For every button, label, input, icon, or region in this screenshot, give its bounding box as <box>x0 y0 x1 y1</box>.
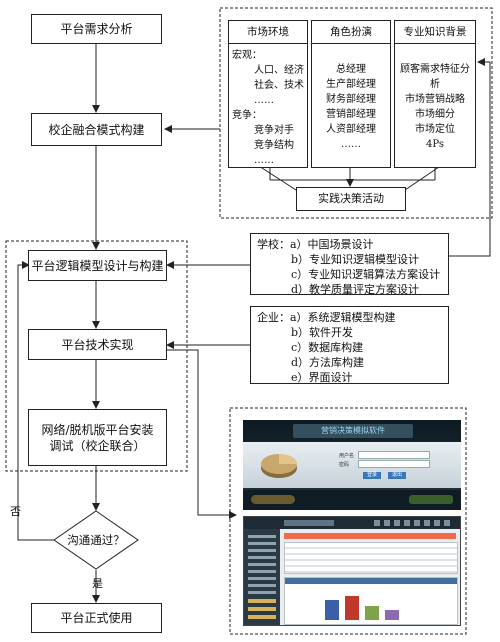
column-market-environment: 市场环境 宏观： 人口、经济 社会、技术 …… 竞争： 竞争对手 竞争结构 …… <box>228 20 308 168</box>
step-logic-model-design: 平台逻辑模型设计与构建 <box>28 250 167 281</box>
enterprise-line: c）数据库构建 <box>291 341 364 354</box>
sidebar-folder-icons <box>248 599 276 623</box>
market-line: 宏观： <box>232 50 262 61</box>
school-line: b）专业知识逻辑模型设计 <box>291 253 420 266</box>
enterprise-line: b）软件开发 <box>291 326 354 339</box>
role-line: …… <box>341 139 361 150</box>
arrow-school-to-panel <box>449 58 491 257</box>
knowledge-line: 4Ps <box>426 139 444 150</box>
yes-label: 是 <box>92 577 103 590</box>
login-footer <box>243 490 461 510</box>
column-role-play: 角色扮演 总经理 生产部经理 财务部经理 营销部经理 人资部经理 …… <box>311 20 391 168</box>
decision-label: 沟通通过？ <box>67 533 125 547</box>
market-line: 人口、经济 <box>254 65 304 76</box>
company-logo-icon <box>409 495 453 504</box>
step-requirement-analysis: 平台需求分析 <box>31 14 162 44</box>
market-line: 社会、技术 <box>254 80 304 91</box>
app-toolbar-icons <box>374 520 454 526</box>
role-line: 人资部经理 <box>326 124 376 135</box>
practice-decision-label: 实践决策活动 <box>318 192 384 205</box>
step-official-use-label: 平台正式使用 <box>60 611 133 625</box>
app-title-icon <box>284 520 334 526</box>
login-pwd-input[interactable] <box>358 460 430 468</box>
app-titlebar <box>244 517 460 529</box>
login-pwd-label: 密码 <box>339 462 350 468</box>
step-install-debug: 网络/脱机版平台安装调试（校企联合） <box>28 409 167 466</box>
market-line: 竞争结构 <box>254 140 294 151</box>
school-logo-icon <box>251 495 295 504</box>
enterprise-line: e）界面设计 <box>291 371 353 384</box>
app-data-table <box>284 542 458 574</box>
practice-decision-box: 实践决策活动 <box>296 187 406 211</box>
bar-red <box>345 596 359 620</box>
enterprise-line: d）方法库构建 <box>291 356 365 369</box>
app-sidebar <box>244 529 280 625</box>
bar-blue <box>325 600 339 620</box>
bar-green <box>365 606 379 620</box>
login-button[interactable]: 登录 <box>363 472 381 479</box>
login-user-input[interactable] <box>358 451 430 459</box>
app-screenshot <box>243 516 461 626</box>
pie-logo-icon <box>259 446 299 484</box>
chart-header <box>285 578 457 584</box>
column-knowledge-background-header: 专业知识背景 <box>395 21 475 44</box>
school-line: 学校：a）中国场景设计 <box>257 238 374 251</box>
market-line: …… <box>254 95 274 106</box>
market-line: 竞争对手 <box>254 125 294 136</box>
market-line: 竞争： <box>232 110 262 121</box>
school-box: 学校：a）中国场景设计 b）专业知识逻辑模型设计 c）专业知识逻辑算法方案设计 … <box>250 233 449 296</box>
step-model-construction: 校企融合模式构建 <box>31 113 162 146</box>
app-alert-bar <box>284 533 456 539</box>
column-market-environment-header: 市场环境 <box>229 21 307 44</box>
no-label: 否 <box>10 505 21 518</box>
market-line: …… <box>254 155 274 166</box>
step-requirement-analysis-label: 平台需求分析 <box>60 22 133 36</box>
bar-purple <box>385 610 399 620</box>
bottom-dashed-frame <box>229 407 467 635</box>
knowledge-line: 市场定位 <box>415 124 455 135</box>
knowledge-line: 顾客需求特征分析 <box>400 64 470 90</box>
column-role-play-header: 角色扮演 <box>312 21 390 44</box>
knowledge-line: 市场细分 <box>415 109 455 120</box>
school-line: d）教学质量评定方案设计 <box>291 283 420 296</box>
step-tech-implementation-label: 平台技术实现 <box>61 337 134 352</box>
step-install-debug-label: 网络/脱机版平台安装调试（校企联合） <box>41 422 154 453</box>
login-screenshot: 营销决策模拟软件 用户名 密码 登录 退出 <box>243 420 461 510</box>
step-logic-model-design-label: 平台逻辑模型设计与构建 <box>31 258 164 273</box>
knowledge-line: 市场营销战略 <box>405 94 465 105</box>
role-line: 营销部经理 <box>326 109 376 120</box>
step-official-use: 平台正式使用 <box>31 603 162 633</box>
column-knowledge-background: 专业知识背景 顾客需求特征分析 市场营销战略 市场细分 市场定位 4Ps <box>394 20 476 168</box>
enterprise-line: 企业：a）系统逻辑模型构建 <box>257 311 396 324</box>
enterprise-box: 企业：a）系统逻辑模型构建 b）软件开发 c）数据库构建 d）方法库构建 e）界… <box>250 306 449 384</box>
step-tech-implementation: 平台技术实现 <box>28 329 167 360</box>
arrow-step4-screens <box>167 349 237 519</box>
role-line: 财务部经理 <box>326 94 376 105</box>
school-line: c）专业知识逻辑算法方案设计 <box>291 268 441 281</box>
decision-diamond <box>53 510 139 570</box>
login-exit-button[interactable]: 退出 <box>388 472 406 479</box>
login-title: 营销决策模拟软件 <box>293 424 413 438</box>
role-line: 生产部经理 <box>326 79 376 90</box>
step-model-construction-label: 校企融合模式构建 <box>48 122 145 137</box>
arrow-no-loop <box>17 261 54 541</box>
role-line: 总经理 <box>336 64 366 75</box>
login-user-label: 用户名 <box>339 453 355 459</box>
sidebar-items <box>248 535 276 595</box>
top-dashed-frame <box>219 7 493 219</box>
app-chart-panel <box>284 577 458 625</box>
